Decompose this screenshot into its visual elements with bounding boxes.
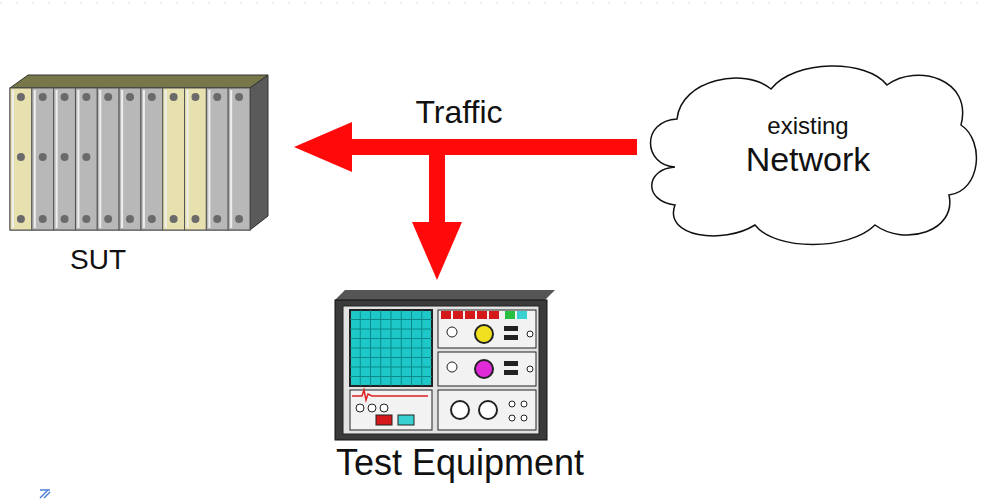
traffic-arrow	[412, 147, 637, 280]
test-equipment-illustration	[335, 290, 555, 440]
top-rule	[0, 3, 986, 4]
edge-label: Traffic	[412, 94, 505, 131]
rack-illustration	[10, 75, 268, 230]
node-label: Test Equipment	[336, 442, 584, 483]
node-label: Network	[746, 140, 871, 179]
corner-mark	[40, 490, 50, 498]
arrow-head	[412, 222, 462, 280]
rack-node: SUT	[10, 72, 272, 276]
arrow-head	[294, 122, 352, 172]
arrow-shaft	[437, 147, 637, 224]
cloud-subtitle: existing	[767, 112, 848, 140]
node-label: SUT	[70, 244, 126, 276]
cloud-node: existingNetwork	[635, 55, 981, 250]
equipment-node: Test Equipment	[300, 288, 620, 483]
